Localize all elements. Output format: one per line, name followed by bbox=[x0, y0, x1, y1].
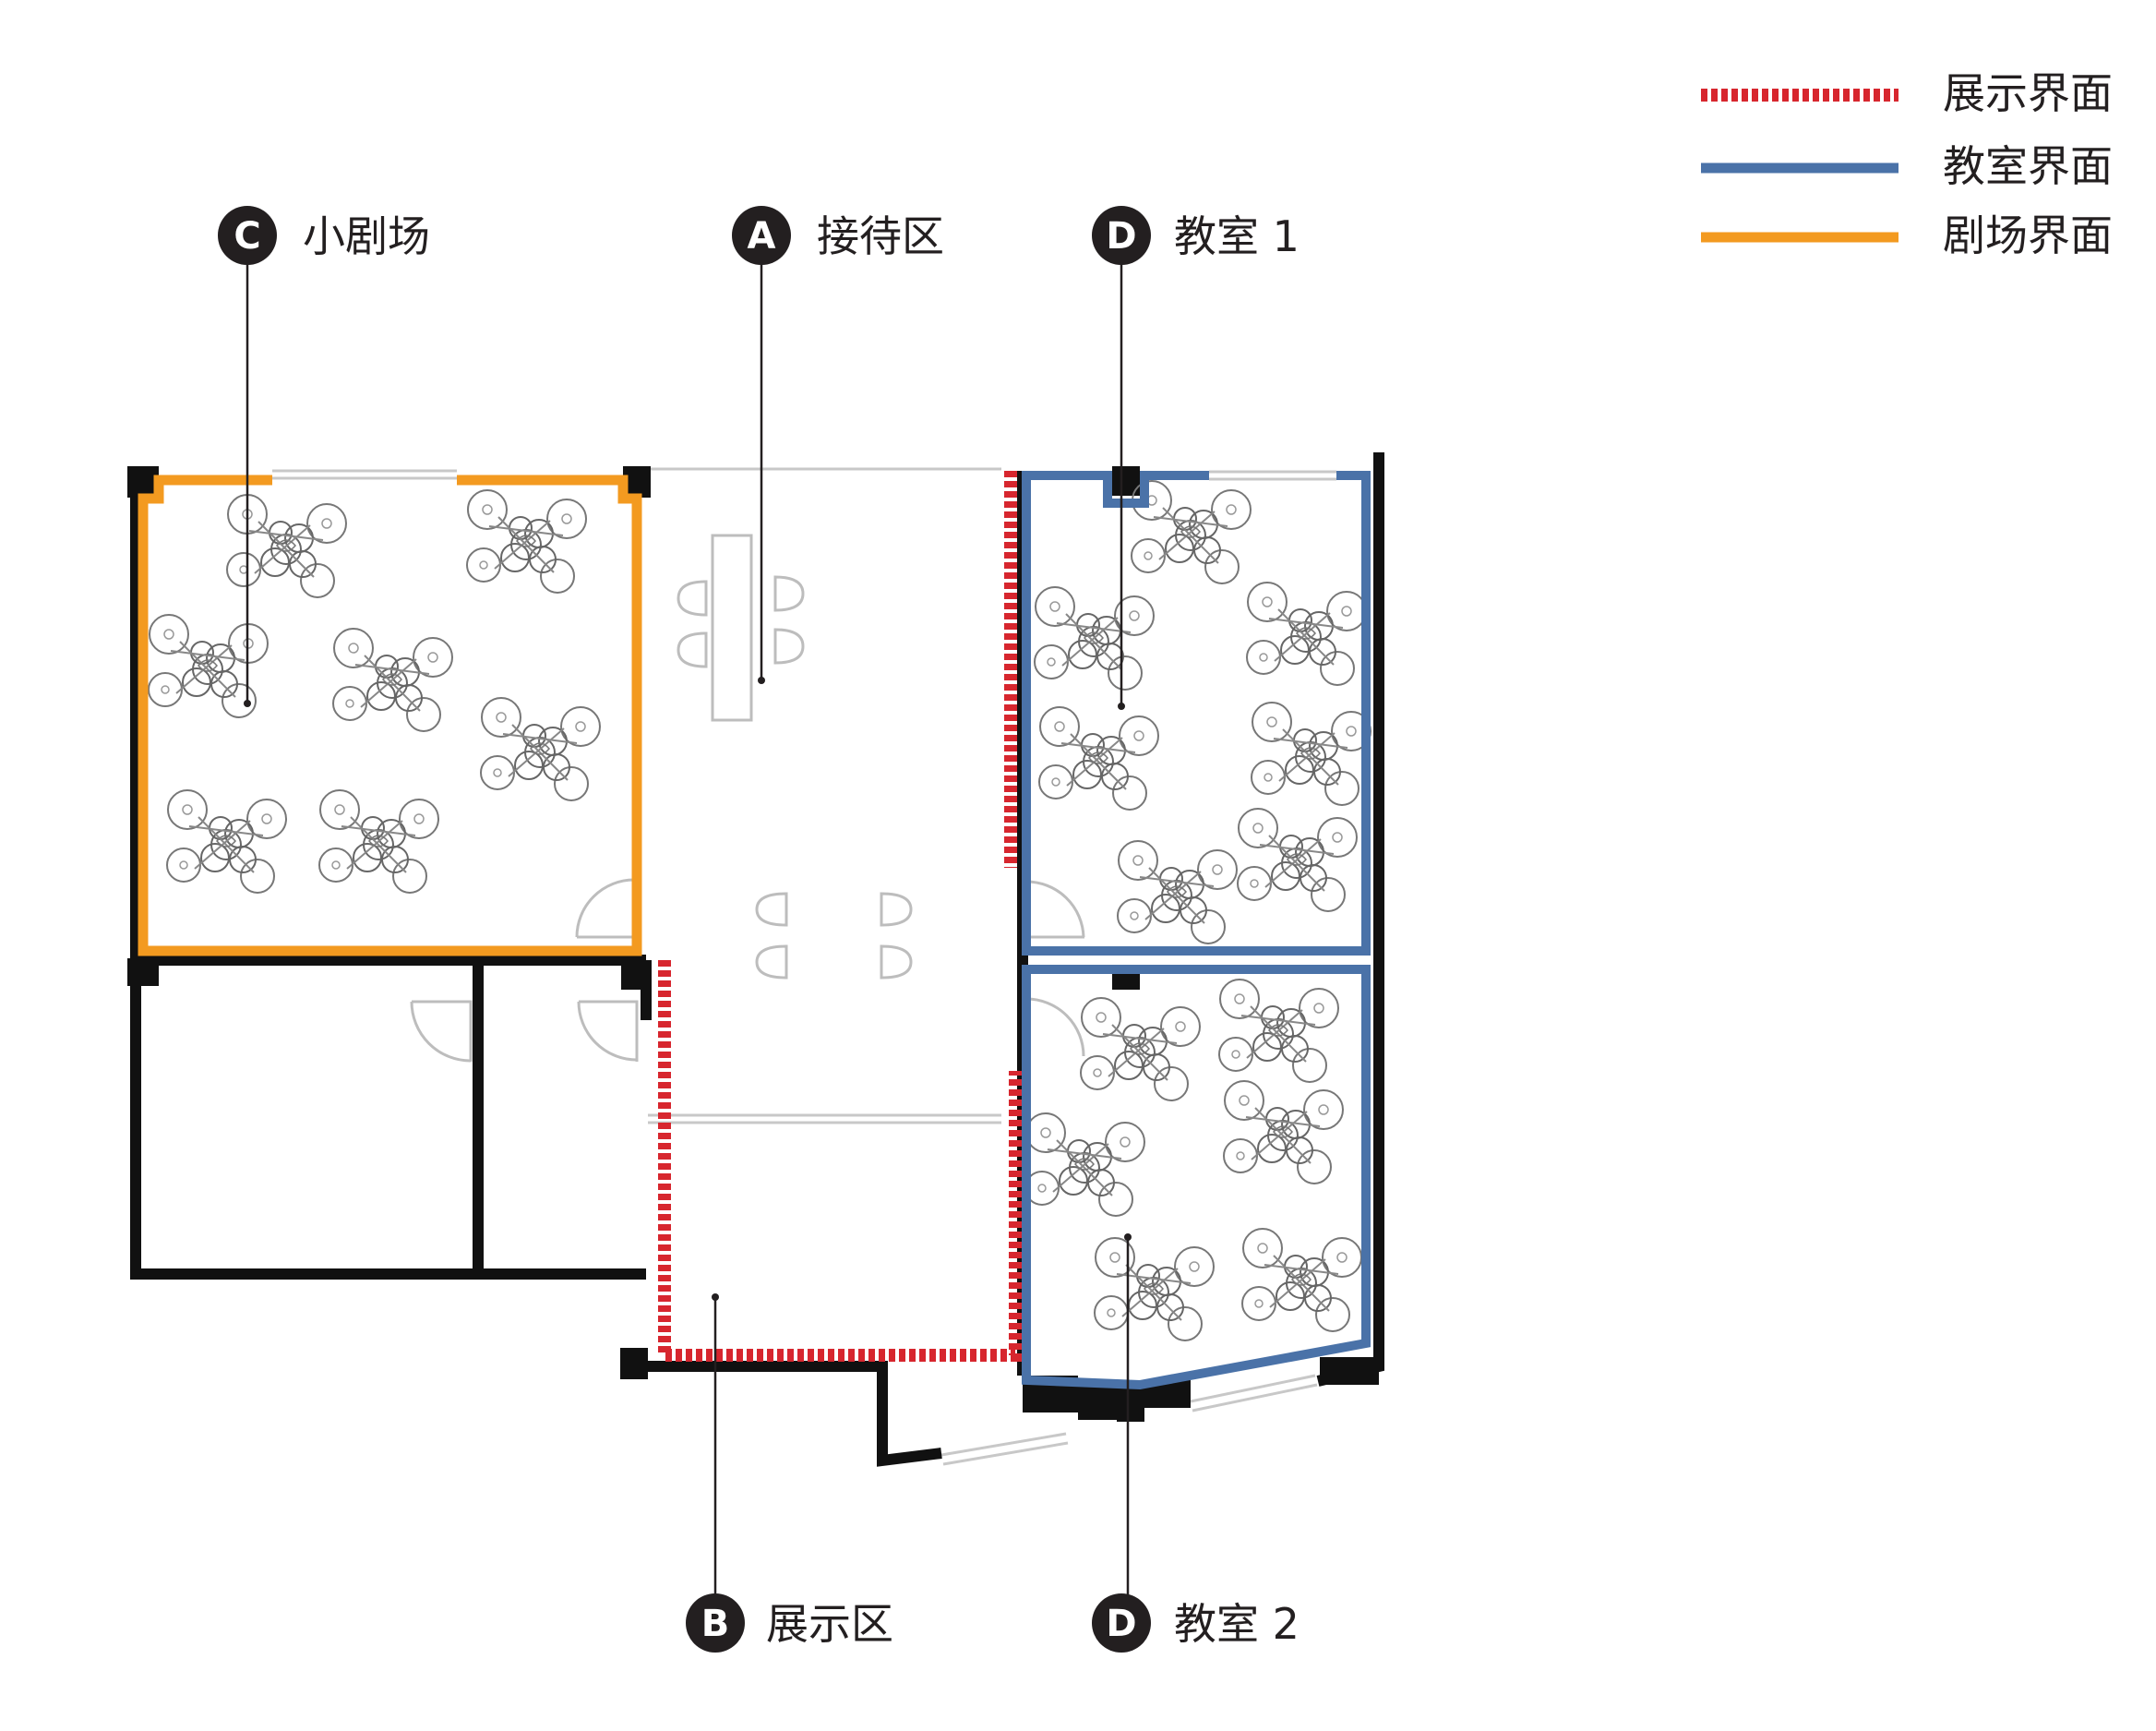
legend-label: 教室界面 bbox=[1943, 141, 2113, 191]
classroom2-desk-clusters bbox=[1024, 979, 1362, 1341]
area-label-display: B 展示区 bbox=[686, 1593, 893, 1653]
area-name: 展示区 bbox=[766, 1599, 893, 1649]
leader-dots bbox=[244, 677, 1132, 1301]
desk-cluster bbox=[480, 697, 601, 801]
desk-cluster bbox=[1117, 840, 1238, 944]
desk-cluster bbox=[1038, 706, 1159, 811]
area-name: 教室 2 bbox=[1174, 1599, 1300, 1649]
desk-cluster bbox=[1251, 702, 1371, 806]
theater-desk-clusters bbox=[148, 489, 601, 894]
reception-furniture bbox=[677, 534, 913, 980]
desk-cluster bbox=[318, 789, 439, 894]
classroom1-desk-clusters bbox=[1034, 480, 1371, 944]
area-label-classroom2: D 教室 2 bbox=[1092, 1593, 1300, 1653]
badge-b-icon bbox=[686, 1593, 745, 1653]
theater-interface-boundary bbox=[138, 475, 642, 956]
badge-c-icon bbox=[218, 206, 277, 265]
desk-cluster bbox=[226, 494, 347, 598]
classroom2-interface-boundary bbox=[1022, 965, 1371, 1390]
badge-letter: B bbox=[701, 1603, 730, 1645]
badge-d-icon bbox=[1092, 206, 1151, 265]
badge-letter: D bbox=[1106, 1603, 1136, 1645]
desk-cluster bbox=[1223, 1080, 1344, 1184]
desk-cluster bbox=[1218, 979, 1339, 1083]
area-label-reception: A 接待区 bbox=[732, 206, 944, 265]
legend: 展示界面 教室界面 剧场界面 bbox=[1701, 68, 2113, 260]
desk-cluster bbox=[332, 628, 453, 732]
desk-cluster bbox=[1131, 480, 1252, 584]
leader-lines bbox=[246, 258, 1130, 1602]
area-label-theater: C 小剧场 bbox=[218, 206, 430, 265]
desk-cluster bbox=[1080, 997, 1201, 1101]
desk-cluster bbox=[1094, 1237, 1215, 1341]
legend-label: 展示界面 bbox=[1943, 68, 2113, 118]
desk-cluster bbox=[466, 489, 587, 594]
interior-lines bbox=[272, 467, 1336, 1466]
desk-cluster bbox=[1024, 1112, 1145, 1217]
area-name: 接待区 bbox=[817, 211, 944, 261]
desk-cluster bbox=[1034, 586, 1155, 691]
badge-a-icon bbox=[732, 206, 791, 265]
badge-letter: A bbox=[748, 215, 776, 258]
desk-cluster bbox=[1241, 1228, 1362, 1332]
legend-label: 剧场界面 bbox=[1943, 210, 2113, 260]
area-label-classroom1: D 教室 1 bbox=[1092, 206, 1300, 265]
area-name: 教室 1 bbox=[1174, 211, 1300, 261]
classroom1-interface-boundary bbox=[1022, 471, 1371, 956]
badge-d-icon bbox=[1092, 1593, 1151, 1653]
doors bbox=[410, 878, 1085, 1063]
desk-cluster bbox=[166, 789, 287, 894]
badge-letter: D bbox=[1106, 215, 1136, 258]
desk-cluster bbox=[1246, 582, 1367, 686]
badge-letter: C bbox=[234, 215, 260, 258]
display-interface-boundary bbox=[658, 471, 1022, 1362]
desk-cluster bbox=[1237, 808, 1358, 912]
area-name: 小剧场 bbox=[303, 211, 430, 261]
